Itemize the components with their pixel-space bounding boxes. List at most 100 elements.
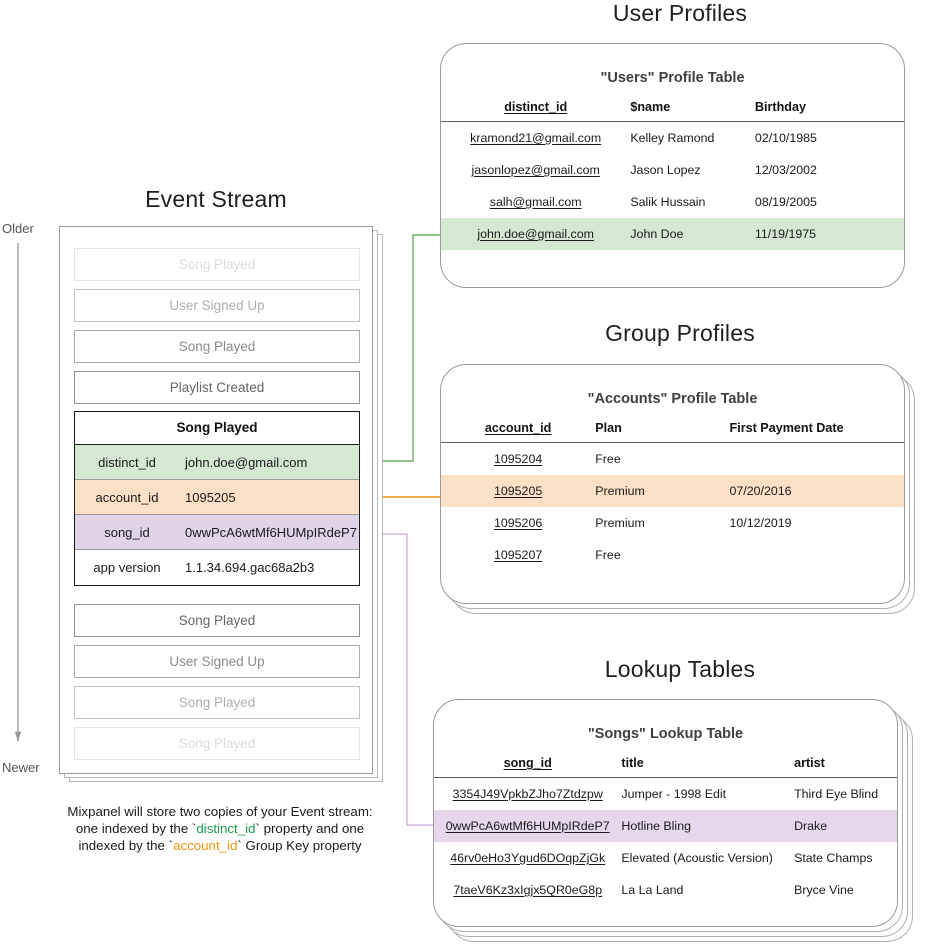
event-card[interactable]: Song Played <box>74 330 360 363</box>
event-card[interactable]: Song Played <box>74 727 360 760</box>
group-profiles-title: Group Profiles <box>605 320 755 346</box>
column-header-distinct-id: distinct_id <box>504 100 568 114</box>
event-card[interactable]: Song Played <box>74 604 360 637</box>
songs-lookup-table: song_id title artist 3354J49VpkbZJho7Ztd… <box>434 752 897 906</box>
event-property-row: app version 1.1.34.694.gac68a2b3 <box>75 550 359 585</box>
event-property-value: john.doe@gmail.com <box>185 454 308 470</box>
event-stream-title: Event Stream <box>145 186 287 212</box>
caption-text: ` Group Key property <box>237 838 362 853</box>
table-row-highlighted[interactable]: 0wwPcA6wtMf6HUMpIRdeP7 Hotline Bling Dra… <box>434 810 897 842</box>
table-row[interactable]: 1095206 Premium 10/12/2019 <box>441 507 904 539</box>
accounts-table-title: "Accounts" Profile Table <box>587 391 758 407</box>
cell-artist: Third Eye Blind <box>794 787 879 801</box>
cell-title: Elevated (Acoustic Version) <box>621 851 773 865</box>
cell-distinct-id: kramond21@gmail.com <box>470 131 602 145</box>
table-row[interactable]: kramond21@gmail.com Kelley Ramond 02/10/… <box>441 122 904 155</box>
table-row[interactable]: 3354J49VpkbZJho7Ztdzpw Jumper - 1998 Edi… <box>434 778 897 811</box>
table-row[interactable]: 1095207 Free <box>441 539 904 571</box>
table-row[interactable]: 46rv0eHo3Ygud6DOqpZjGk Elevated (Acousti… <box>434 842 897 874</box>
songs-table-title: "Songs" Lookup Table <box>587 726 744 742</box>
event-card[interactable]: User Signed Up <box>74 645 360 678</box>
cell-song-id: 7taeV6Kz3xIgjx5QR0eG8p <box>453 883 603 897</box>
event-property-value: 1.1.34.694.gac68a2b3 <box>185 560 315 575</box>
cell-distinct-id: john.doe@gmail.com <box>441 218 631 250</box>
cell-account-id: 1095205 <box>441 475 596 507</box>
event-card[interactable]: Playlist Created <box>74 371 360 404</box>
cell-name: Salik Hussain <box>630 195 706 209</box>
cell-birthday: 02/10/1985 <box>754 131 817 145</box>
cell-birthday: 11/19/1975 <box>754 218 904 250</box>
cell-artist: Drake <box>794 810 897 842</box>
event-property-value: 0wwPcA6wtMf6HUMpIRdeP7 <box>185 524 357 540</box>
cell-title: Jumper - 1998 Edit <box>621 787 727 801</box>
column-header-first-payment-date: First Payment Date <box>729 421 844 435</box>
cell-account-id: 1095207 <box>493 548 543 562</box>
event-property-row: song_id 0wwPcA6wtMf6HUMpIRdeP7 <box>75 515 359 550</box>
users-profile-card: "Users" Profile Table distinct_id $name … <box>440 43 905 288</box>
event-property-key: app version <box>93 560 161 575</box>
event-property-key: account_id <box>95 489 159 505</box>
caption-text: ` property and one <box>255 821 365 836</box>
event-property-row: distinct_id john.doe@gmail.com <box>75 445 359 480</box>
event-card[interactable]: Song Played <box>74 248 360 281</box>
table-row[interactable]: salh@gmail.com Salik Hussain 08/19/2005 <box>441 186 904 218</box>
table-row[interactable]: 1095204 Free <box>441 443 904 476</box>
user-profiles-title: User Profiles <box>612 0 748 26</box>
cell-birthday: 08/19/2005 <box>754 195 817 209</box>
caption-line-3: indexed by the `account_id` Group Key pr… <box>30 837 410 854</box>
songs-card-wrap: "Songs" Lookup Table song_id title artis… <box>433 699 923 949</box>
cell-account-id: 1095204 <box>493 452 543 466</box>
focused-event-card[interactable]: Song Played distinct_id john.doe@gmail.c… <box>74 411 360 586</box>
cell-song-id: 0wwPcA6wtMf6HUMpIRdeP7 <box>434 810 622 842</box>
event-property-row: account_id 1095205 <box>75 480 359 515</box>
cell-first-payment-date <box>730 539 905 571</box>
cell-name: Jason Lopez <box>630 163 701 177</box>
focused-event-name: Song Played <box>75 412 359 445</box>
column-header-artist: artist <box>794 756 825 770</box>
table-row-highlighted[interactable]: john.doe@gmail.com John Doe 11/19/1975 <box>441 218 904 250</box>
table-header-row: account_id Plan First Payment Date <box>441 417 904 443</box>
column-header-account-id: account_id <box>484 421 552 435</box>
table-row[interactable]: jasonlopez@gmail.com Jason Lopez 12/03/2… <box>441 154 904 186</box>
cell-title: Hotline Bling <box>621 810 795 842</box>
cell-distinct-id: jasonlopez@gmail.com <box>471 163 600 177</box>
table-row[interactable]: 7taeV6Kz3xIgjx5QR0eG8p La La Land Bryce … <box>434 874 897 906</box>
event-property-key: song_id <box>104 524 150 540</box>
table-header-row: distinct_id $name Birthday <box>441 96 904 122</box>
column-header-song-id: song_id <box>503 756 552 770</box>
caption-line-2: one indexed by the `distinct_id` propert… <box>30 820 410 837</box>
event-card[interactable]: User Signed Up <box>74 289 360 322</box>
users-card-wrap: "Users" Profile Table distinct_id $name … <box>440 43 905 288</box>
cell-plan: Free <box>595 548 621 562</box>
caption-line-1: Mixpanel will store two copies of your E… <box>67 804 373 819</box>
caption-text: indexed by the ` <box>78 838 174 853</box>
cell-first-payment-date <box>730 443 905 476</box>
cell-distinct-id: salh@gmail.com <box>489 195 582 209</box>
cell-artist: Bryce Vine <box>794 883 854 897</box>
cell-artist: State Champs <box>794 851 873 865</box>
cell-plan: Premium <box>595 475 730 507</box>
timeline-older-label: Older <box>2 221 34 236</box>
event-stream-panel: Song Played User Signed Up Song Played P… <box>59 226 373 774</box>
cell-song-id: 46rv0eHo3Ygud6DOqpZjGk <box>450 851 606 865</box>
cell-account-id: 1095206 <box>493 516 543 530</box>
lookup-tables-title: Lookup Tables <box>604 656 756 682</box>
accounts-card-wrap: "Accounts" Profile Table account_id Plan… <box>440 364 918 618</box>
timeline-newer-label: Newer <box>2 760 40 775</box>
users-table-title: "Users" Profile Table <box>600 70 745 86</box>
cell-birthday: 12/03/2002 <box>754 163 817 177</box>
event-stream-caption: Mixpanel will store two copies of your E… <box>30 803 410 854</box>
caption-token-account-id: account_id <box>173 838 238 853</box>
songs-lookup-card: "Songs" Lookup Table song_id title artis… <box>433 699 898 927</box>
event-card[interactable]: Song Played <box>74 686 360 719</box>
cell-first-payment-date: 10/12/2019 <box>729 516 792 530</box>
caption-text: one indexed by the ` <box>75 821 197 836</box>
users-profile-table: distinct_id $name Birthday kramond21@gma… <box>441 96 904 250</box>
caption-token-distinct-id: distinct_id <box>196 821 256 836</box>
column-header-title: title <box>621 756 644 770</box>
column-header-birthday: Birthday <box>754 100 807 114</box>
table-header-row: song_id title artist <box>434 752 897 778</box>
cell-name: Kelley Ramond <box>630 131 715 145</box>
event-property-value: 1095205 <box>185 489 236 505</box>
table-row-highlighted[interactable]: 1095205 Premium 07/20/2016 <box>441 475 904 507</box>
